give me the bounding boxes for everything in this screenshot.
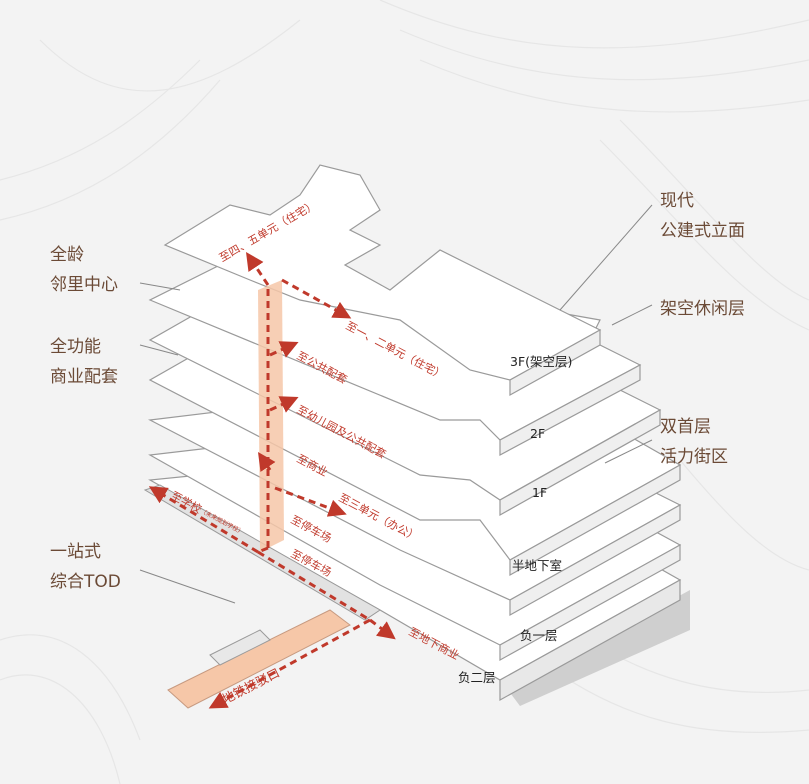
floor-label-b2: 负二层 [458,670,496,685]
right-callouts: 现代 公建式立面 架空休闲层 双首层 活力街区 [660,191,745,467]
floor-labels: 3F(架空层) 2F 1F 半地下室 负一层 负二层 [458,354,572,685]
callout-street-line1: 双首层 [660,417,711,437]
callout-facade-line1: 现代 [660,191,694,211]
callout-stilt-floor: 架空休闲层 [660,299,745,319]
callout-street-line2: 活力街区 [660,447,728,467]
left-callouts: 全龄 邻里中心 全功能 商业配套 一站式 综合TOD [50,245,121,592]
callout-senior-center-line1: 全龄 [50,245,84,265]
callout-facade-line2: 公建式立面 [660,221,745,241]
callout-senior-center-line2: 邻里中心 [50,275,118,295]
metro-connector [167,609,351,709]
callout-leaders [139,204,653,604]
callout-commercial-line1: 全功能 [50,337,101,357]
route-lines [148,252,396,709]
floor-label-2f: 2F [530,426,545,441]
floor-label-semi-basement: 半地下室 [512,558,562,573]
floor-label-b1: 负一层 [520,628,558,643]
callout-commercial-line2: 商业配套 [50,367,118,387]
callout-tod-line2: 综合TOD [50,572,121,592]
floor-label-1f: 1F [532,485,547,500]
callout-tod-line1: 一站式 [50,542,101,562]
floor-label-3f: 3F(架空层) [510,354,572,369]
vertical-core [258,280,284,552]
